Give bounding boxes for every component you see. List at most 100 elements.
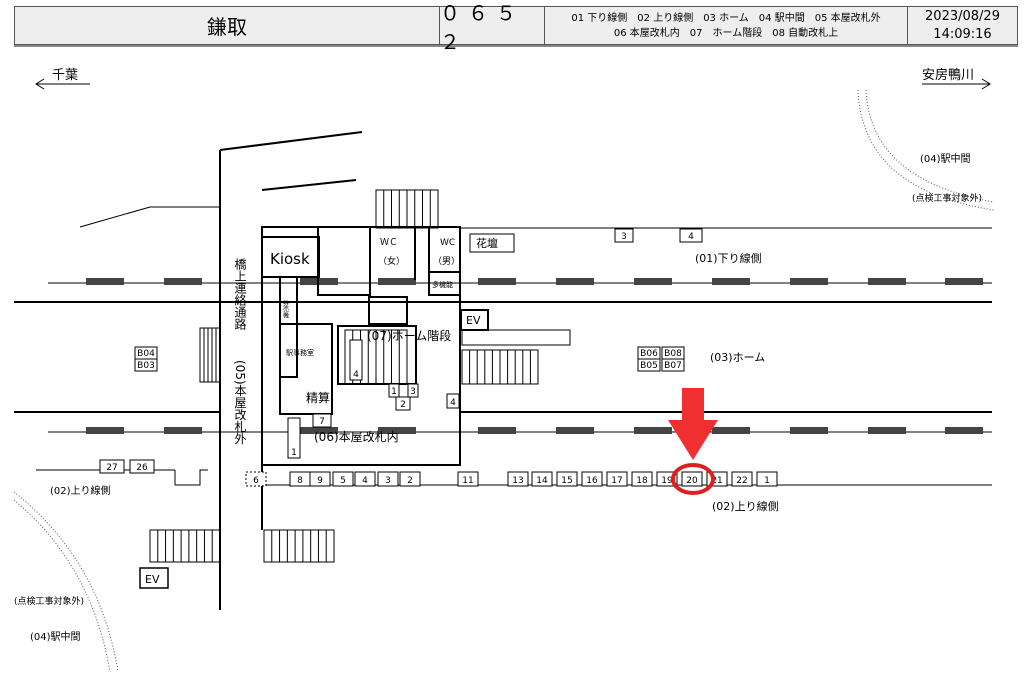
camera-3-box[interactable]: [377, 471, 399, 487]
camera-16-box[interactable]: [581, 471, 603, 487]
track-tie: [868, 427, 906, 434]
camera-B03-box[interactable]: [134, 358, 158, 372]
camera-26[interactable]: 26: [136, 463, 148, 473]
camera-18[interactable]: 18: [636, 476, 648, 486]
camera-27-box[interactable]: [99, 459, 125, 474]
track-tie: [378, 278, 416, 285]
direction-left: 千葉: [35, 68, 90, 90]
camera-2[interactable]: 2: [407, 476, 413, 486]
wc-men: WC: [440, 238, 455, 248]
camera-22[interactable]: 22: [736, 476, 747, 486]
station-office: 駅事務室: [286, 348, 314, 357]
camera-26-box[interactable]: [129, 459, 155, 474]
camera-B08[interactable]: B08: [664, 349, 682, 359]
camera-15-box[interactable]: [556, 471, 578, 487]
area-excluded-right: (点検工事対象外): [912, 192, 982, 204]
camera-4-inner-box[interactable]: [446, 393, 460, 409]
camera-20-box[interactable]: [681, 471, 703, 487]
camera-1-gate-box[interactable]: [287, 417, 301, 459]
station-building: [261, 226, 489, 466]
camera-9[interactable]: 9: [317, 476, 323, 486]
camera-8[interactable]: 8: [297, 476, 303, 486]
camera-B03[interactable]: B03: [137, 361, 155, 371]
camera-1-inner-box[interactable]: [388, 383, 400, 398]
camera-B07-box[interactable]: [661, 358, 685, 372]
track-tie: [86, 278, 124, 285]
ev-left-label: EV: [145, 573, 160, 586]
camera-4-top[interactable]: 4: [688, 232, 694, 242]
track-tie: [478, 278, 516, 285]
camera-2[interactable]: 2: [400, 400, 406, 410]
camera-B06[interactable]: B06: [640, 349, 658, 359]
track-tie: [790, 427, 828, 434]
wc-women-sub: （女）: [378, 255, 405, 267]
ev-shaft: [461, 329, 571, 346]
camera-5-box[interactable]: [332, 471, 354, 487]
camera-4-box[interactable]: [354, 471, 376, 487]
highlight-marker: [668, 388, 718, 495]
camera-11[interactable]: 11: [462, 476, 473, 486]
station-name: 鎌取: [15, 7, 440, 44]
camera-B04[interactable]: B04: [137, 349, 155, 359]
camera-13-box[interactable]: [507, 471, 529, 487]
camera-1[interactable]: 1: [764, 476, 770, 486]
camera-14[interactable]: 14: [536, 476, 548, 486]
camera-17-box[interactable]: [606, 471, 628, 487]
camera-19[interactable]: 19: [661, 476, 673, 486]
camera-1-inner[interactable]: 1: [391, 387, 397, 397]
area-home: (03)ホーム: [710, 351, 765, 364]
camera-27[interactable]: 27: [106, 463, 117, 473]
camera-17[interactable]: 17: [611, 476, 622, 486]
camera-15[interactable]: 15: [561, 476, 572, 486]
tracks: [14, 282, 992, 433]
stair-block: [263, 529, 335, 563]
camera-2-box[interactable]: [399, 471, 421, 487]
track-tie: [712, 278, 750, 285]
camera-4-top-box[interactable]: [679, 228, 703, 243]
camera-3-top-box[interactable]: [614, 228, 634, 243]
camera-B07[interactable]: B07: [664, 361, 682, 371]
camera-4-inner[interactable]: 4: [450, 398, 456, 408]
camera-6-box[interactable]: [245, 471, 267, 487]
camera-3-inner[interactable]: 3: [410, 387, 416, 397]
area-down-side: (01)下り線側: [695, 251, 762, 265]
datetime: 2023/08/29 14:09:16: [908, 7, 1017, 44]
date: 2023/08/29: [925, 8, 1000, 24]
track-tie: [790, 278, 828, 285]
camera-18-box[interactable]: [631, 471, 653, 487]
camera-7-box[interactable]: [312, 413, 332, 428]
fare-adjustment: 精算: [306, 390, 330, 405]
camera-1-gate[interactable]: 1: [291, 448, 297, 458]
area-up-side-left: (02)上り線側: [50, 484, 111, 497]
camera-1-box[interactable]: [756, 471, 778, 487]
camera-14-box[interactable]: [531, 471, 553, 487]
camera-4-stair-box[interactable]: [349, 339, 363, 381]
camera-3-inner-box[interactable]: [407, 383, 419, 398]
area-inside-gate: (06)本屋改札内: [314, 430, 399, 444]
camera-20[interactable]: 20: [686, 476, 698, 486]
ev-label: EV: [466, 314, 481, 327]
camera-21[interactable]: 21: [711, 476, 722, 486]
camera-6[interactable]: 6: [253, 476, 259, 486]
camera-5[interactable]: 5: [340, 476, 346, 486]
camera-4[interactable]: 4: [362, 476, 368, 486]
direction-right: 安房鴨川: [922, 67, 991, 90]
track-tie: [478, 427, 516, 434]
camera-B05[interactable]: B05: [640, 361, 658, 371]
camera-2-box[interactable]: [395, 396, 411, 411]
camera-3[interactable]: 3: [385, 476, 391, 486]
camera-11-box[interactable]: [457, 471, 479, 487]
camera-B05-box[interactable]: [637, 358, 661, 372]
camera-3-top[interactable]: 3: [621, 232, 627, 242]
track-tie: [556, 427, 594, 434]
camera-16[interactable]: 16: [586, 476, 598, 486]
camera-4-stair[interactable]: 4: [353, 370, 359, 380]
camera-9-box[interactable]: [309, 471, 331, 487]
camera-13[interactable]: 13: [512, 476, 523, 486]
camera-22-box[interactable]: [731, 471, 753, 487]
area-up-side: (02)上り線側: [712, 499, 779, 513]
area-mid-left: (04)駅中間: [30, 630, 81, 643]
camera-7[interactable]: 7: [319, 417, 325, 427]
direction-right-label: 安房鴨川: [922, 67, 974, 83]
